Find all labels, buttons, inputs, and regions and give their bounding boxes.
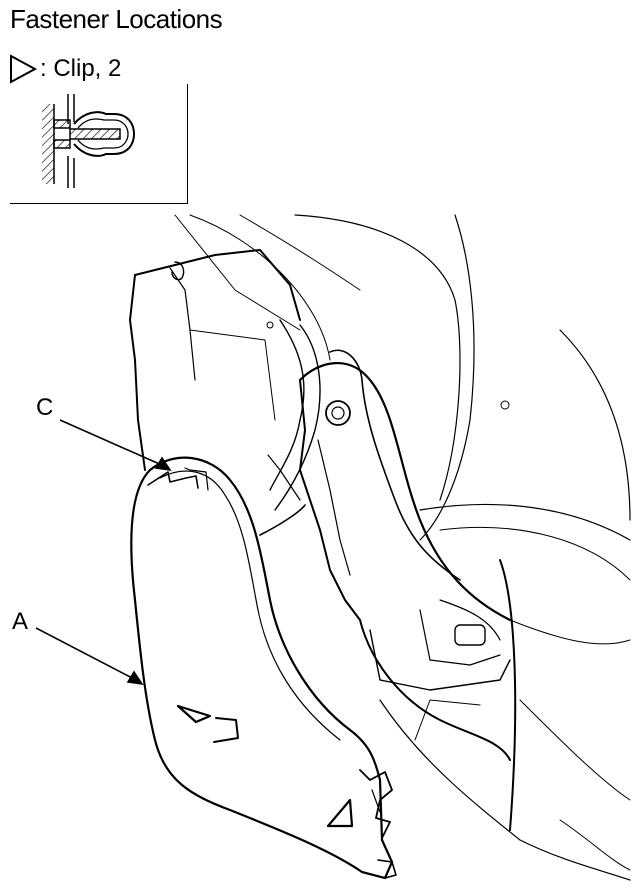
clip-detail-inset bbox=[10, 84, 188, 204]
legend-label: : Clip, 2 bbox=[40, 55, 122, 82]
clip-triangle-icon bbox=[8, 53, 38, 85]
callout-c: C bbox=[36, 394, 54, 421]
legend: : Clip, 2 bbox=[8, 52, 121, 86]
page-title: Fastener Locations bbox=[10, 4, 223, 34]
clip-cross-section-icon bbox=[42, 94, 136, 188]
callout-a: A bbox=[12, 608, 29, 635]
